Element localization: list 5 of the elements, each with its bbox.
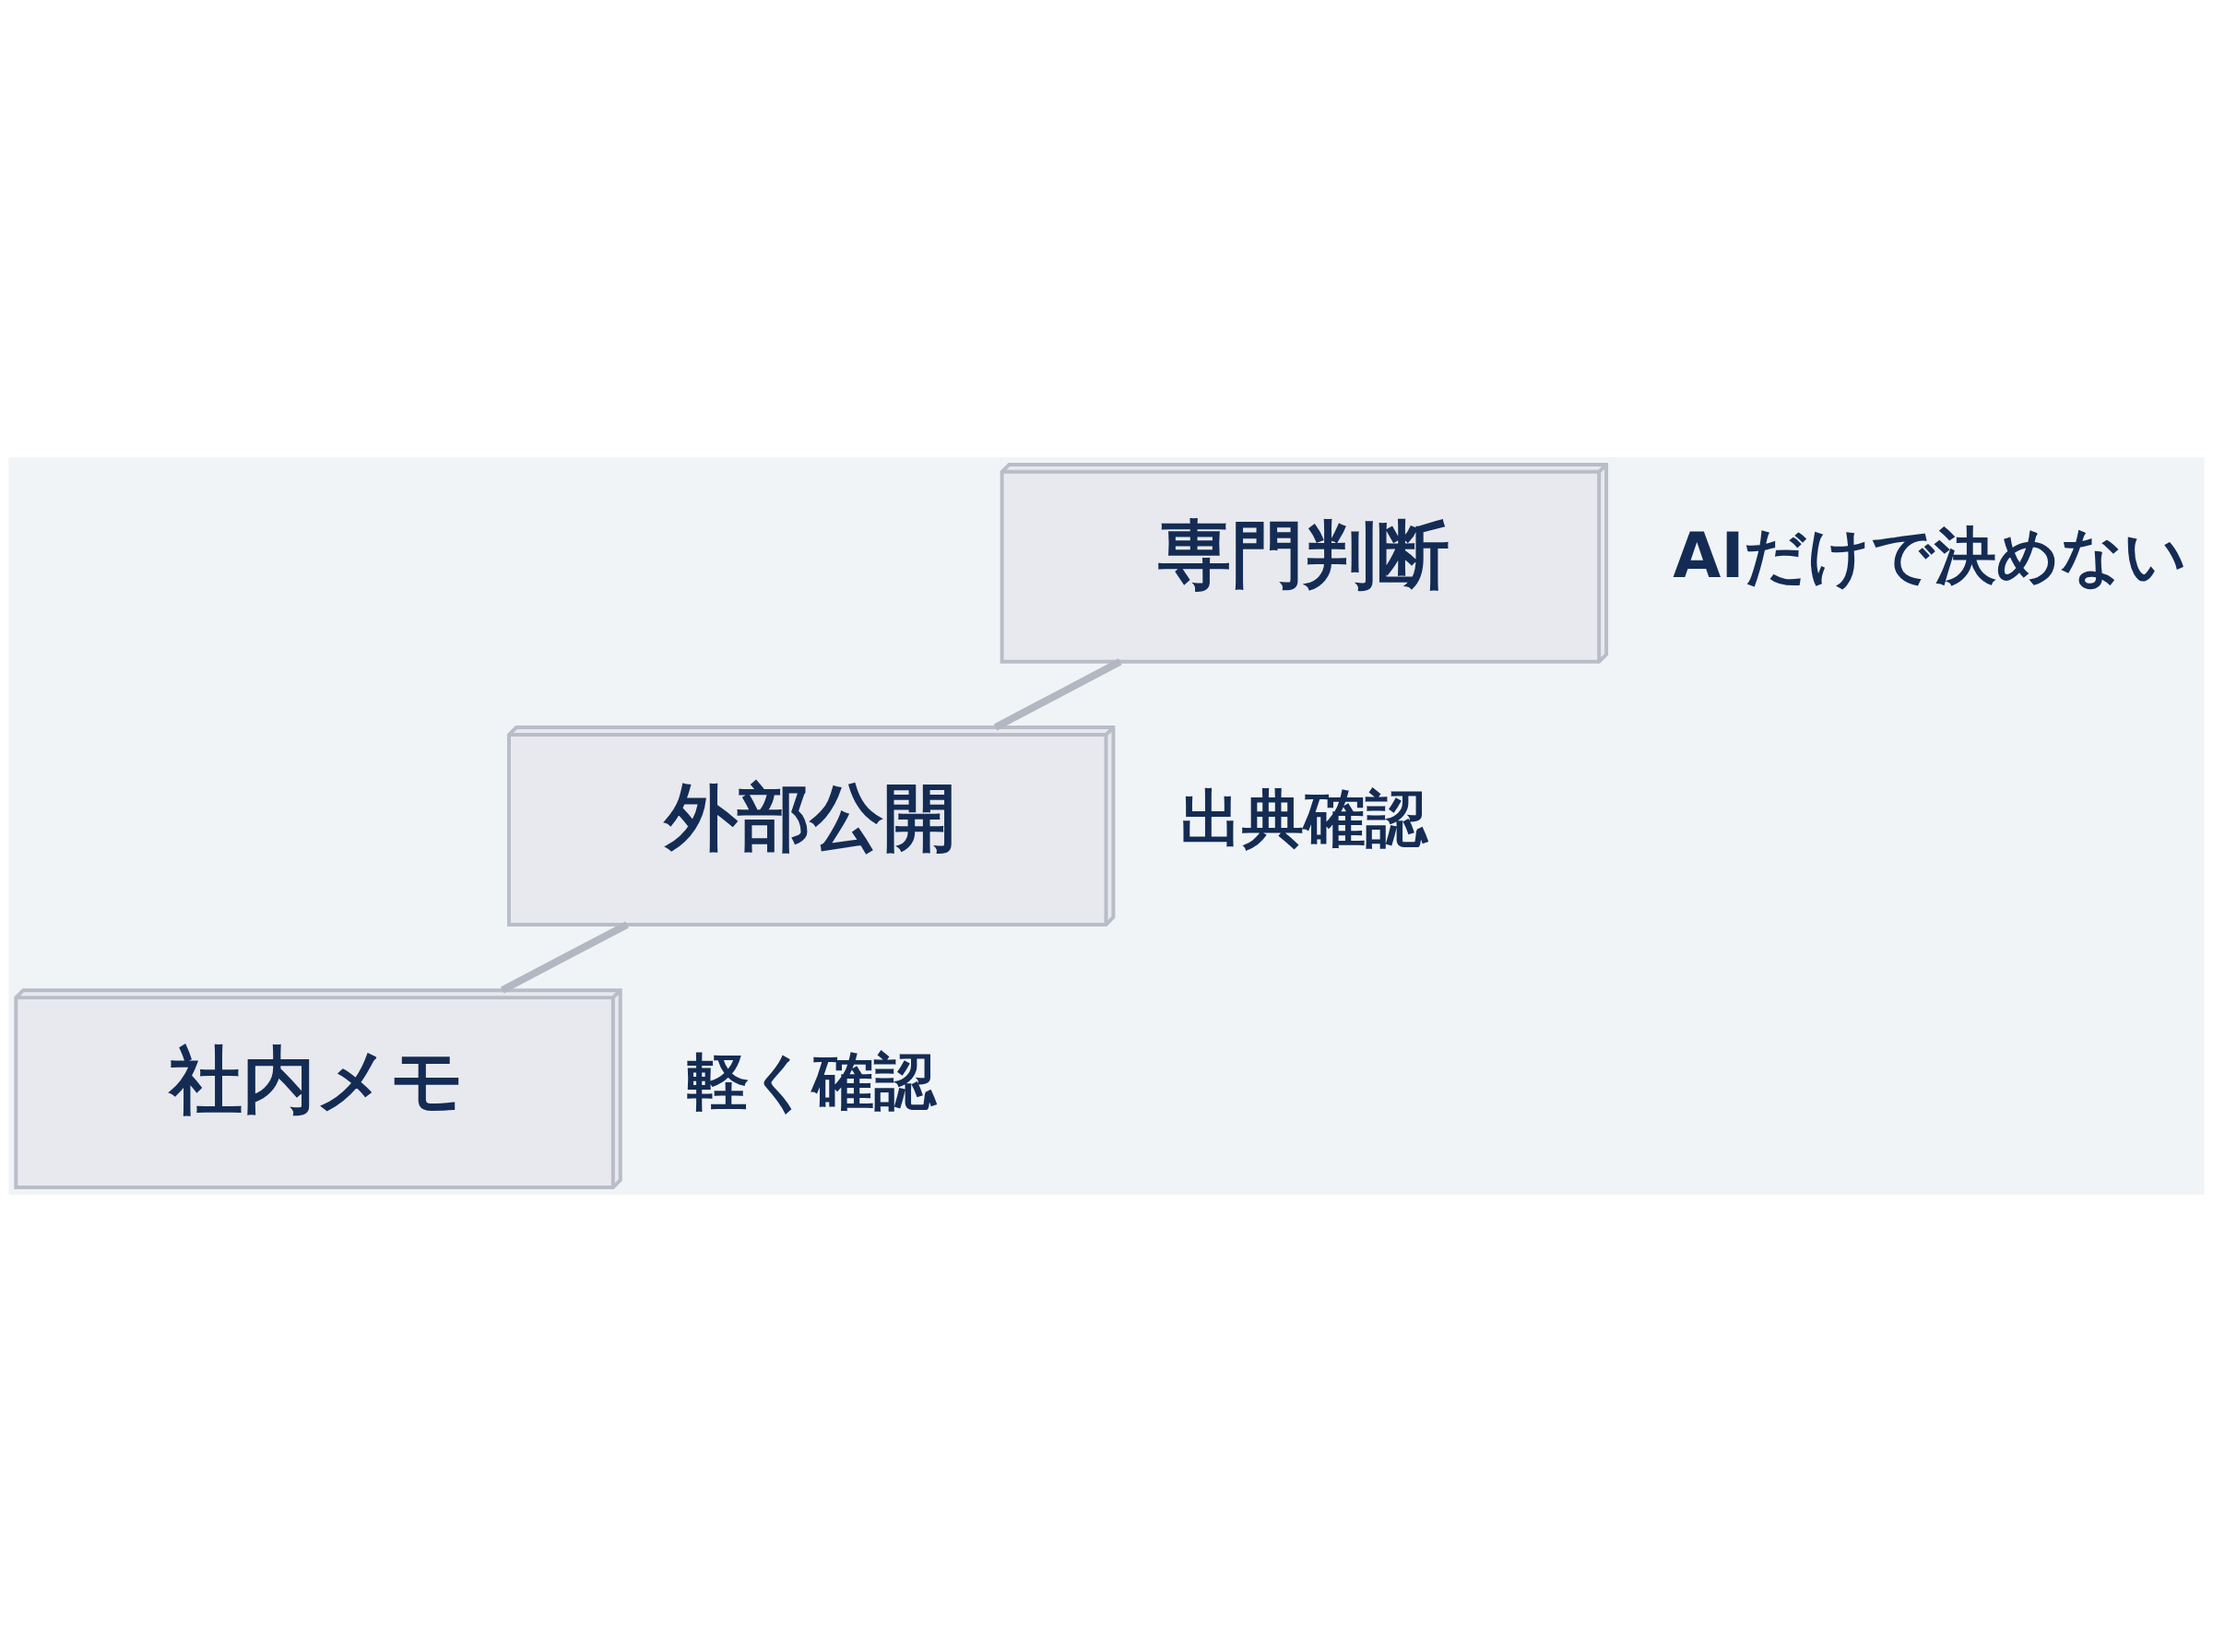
node-label: AIだけで決めない	[1673, 520, 2188, 593]
connector	[501, 921, 629, 994]
node-label: 出典確認	[1179, 783, 1427, 856]
connector	[993, 658, 1122, 731]
node-label: 軽く確認	[687, 1045, 937, 1118]
